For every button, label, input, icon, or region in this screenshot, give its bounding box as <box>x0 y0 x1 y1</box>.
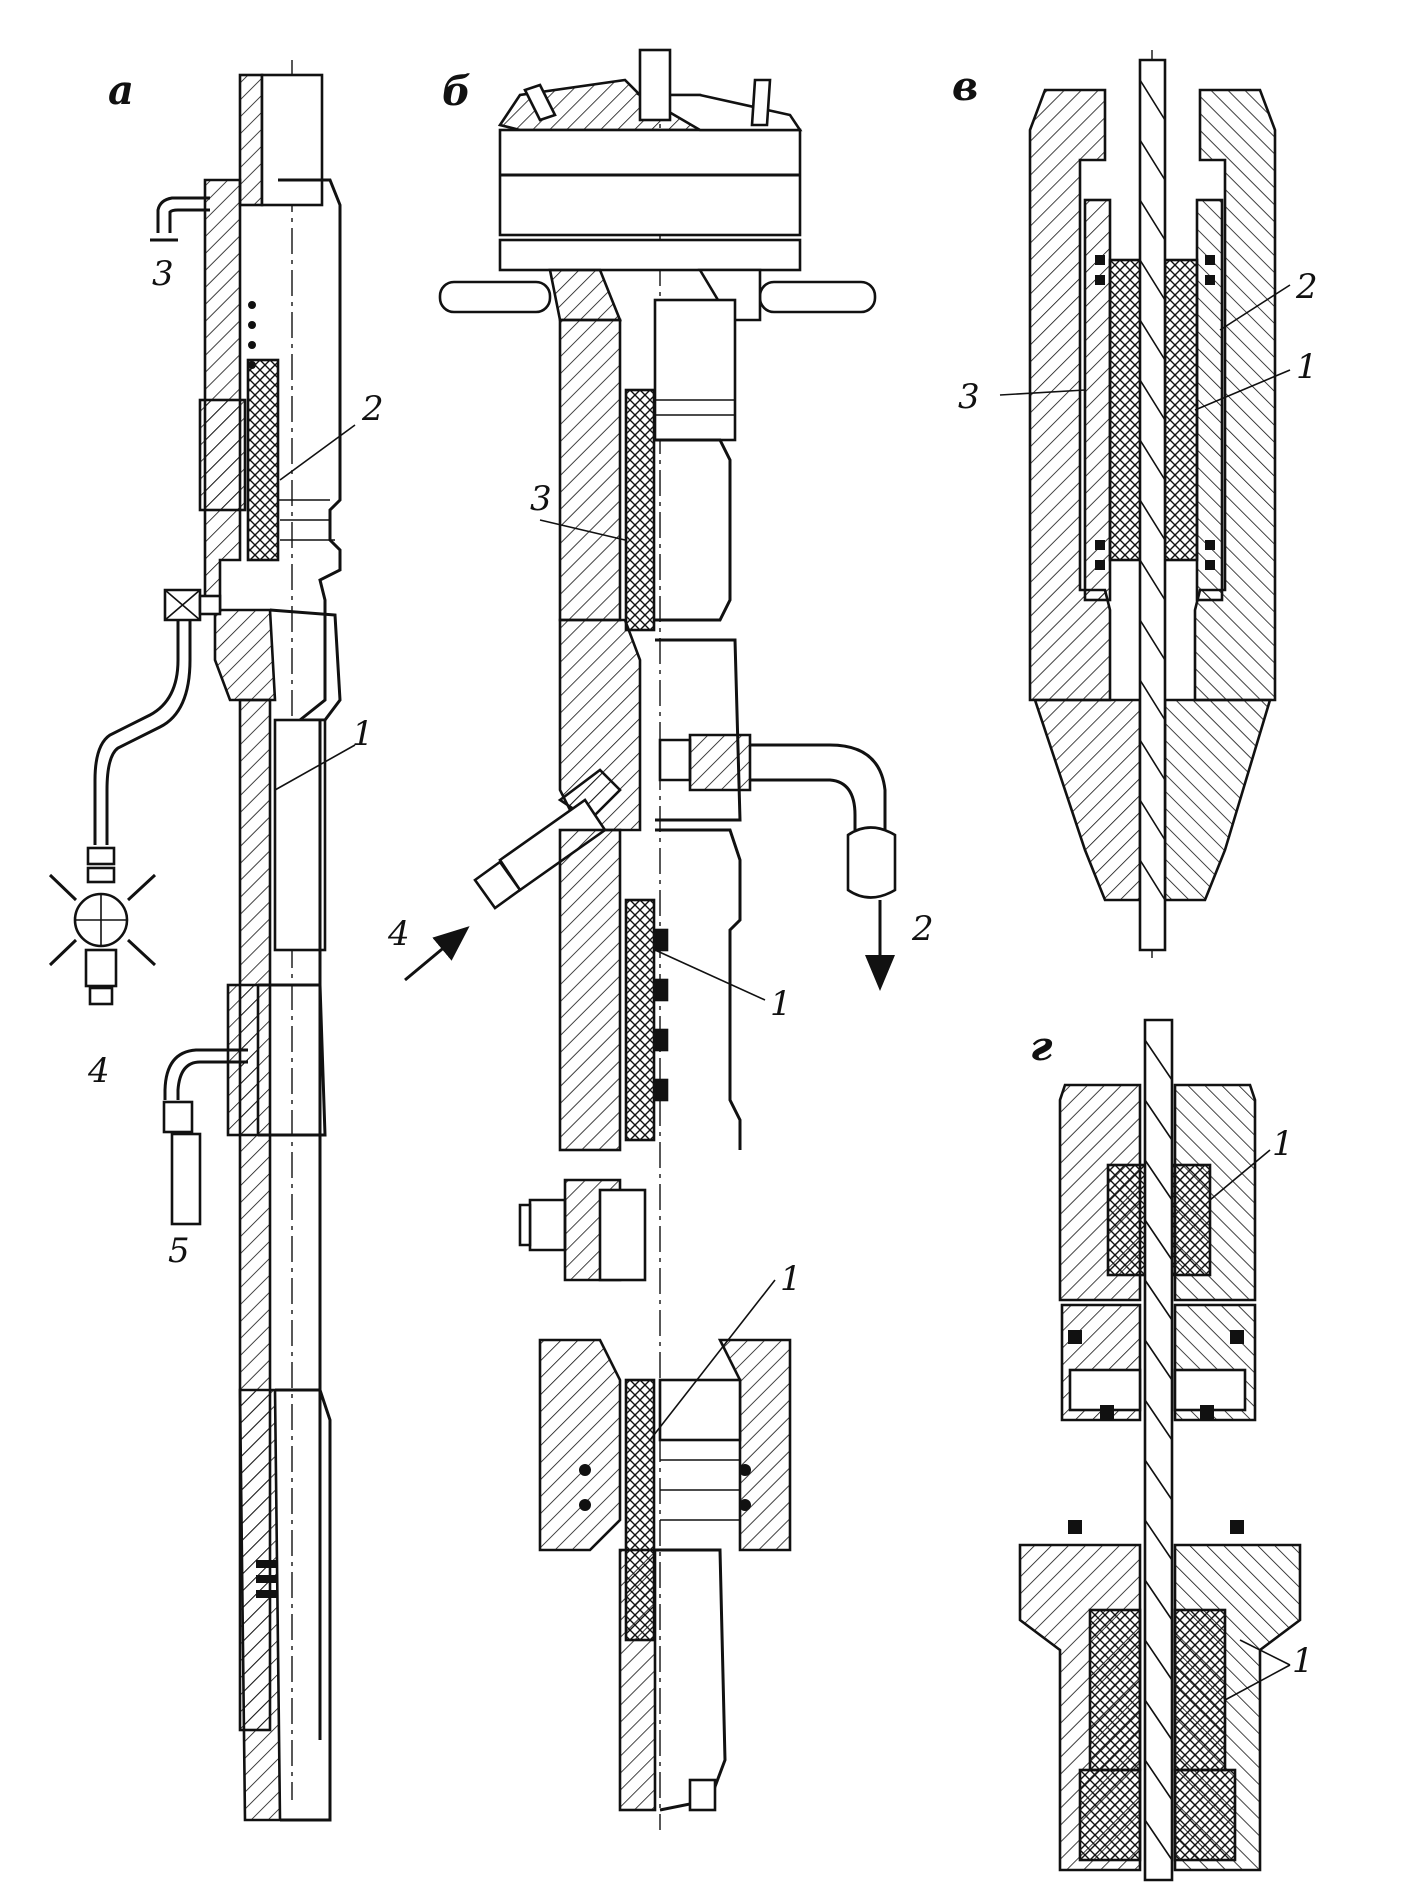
panel-v-label: в <box>952 63 978 110</box>
panel-b-callout-2: 2 <box>911 909 934 949</box>
panel-b-callout-1-upper: 1 <box>770 984 792 1024</box>
panel-g <box>1018 1018 1302 1882</box>
panel-b-callout-3: 3 <box>530 479 552 519</box>
panel-a-label: а <box>108 67 134 114</box>
panel-v-callout-3: 3 <box>958 377 980 417</box>
panel-a-callout-2: 2 <box>361 389 384 429</box>
panel-a-callout-5: 5 <box>168 1231 190 1271</box>
panel-g-label: г <box>1030 1023 1053 1070</box>
panel-v-callout-2: 2 <box>1295 267 1318 307</box>
panel-v <box>999 50 1291 960</box>
panel-a <box>48 60 356 1822</box>
panel-b-label: б <box>442 68 471 115</box>
panel-b-callout-4: 4 <box>387 914 410 954</box>
panel-v-callout-1: 1 <box>1296 347 1318 387</box>
panel-a-callout-3: 3 <box>152 254 174 294</box>
panel-a-callout-1: 1 <box>352 714 374 754</box>
panel-a-callout-4: 4 <box>87 1051 110 1091</box>
panel-g-callout-1-upper: 1 <box>1272 1124 1294 1164</box>
panel-b-callout-1-lower: 1 <box>780 1259 802 1299</box>
panel-g-callout-1-lower: 1 <box>1292 1641 1314 1681</box>
panel-b <box>404 48 897 1830</box>
